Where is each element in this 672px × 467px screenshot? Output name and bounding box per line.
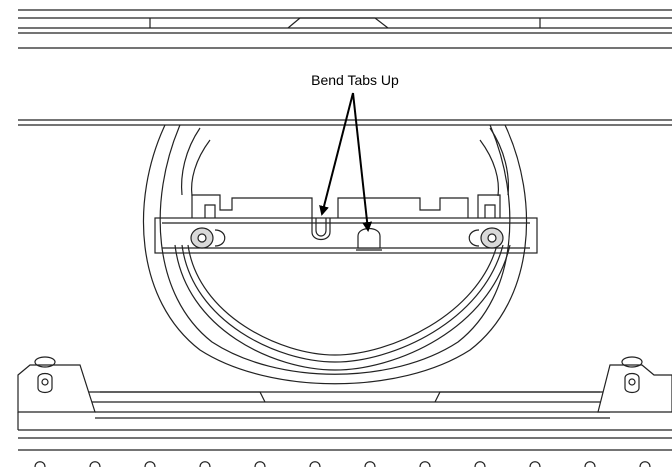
collar-outer [142, 124, 528, 385]
bracket-left [17, 356, 96, 430]
damper-bar [154, 217, 538, 254]
bolt-left [190, 227, 226, 249]
damper-blade-frame [191, 194, 501, 218]
bottom-rail [18, 391, 672, 451]
bracket-right [597, 356, 672, 413]
screw-row [34, 461, 651, 467]
tab-slot-left [311, 218, 331, 241]
callout-label: Bend Tabs Up [311, 72, 399, 88]
bolt-right [468, 227, 504, 249]
tab-right [356, 227, 382, 251]
callout-arrows [319, 92, 373, 232]
collar-inner-upper [180, 127, 510, 197]
damper-ring [174, 244, 511, 371]
top-rail [18, 9, 672, 126]
